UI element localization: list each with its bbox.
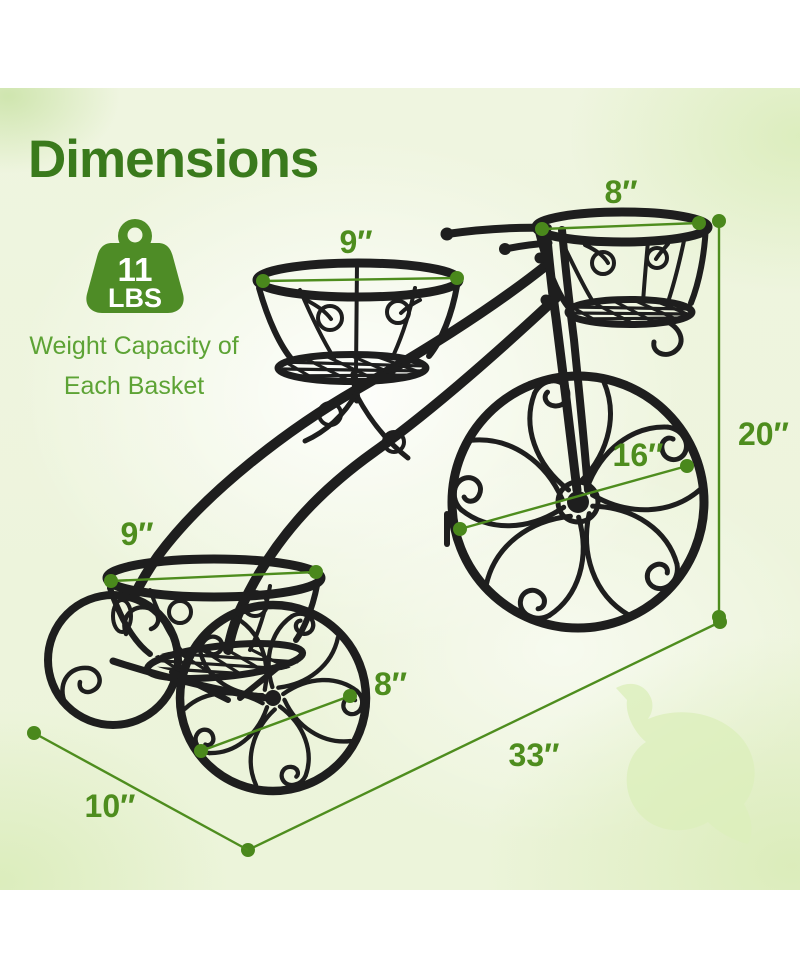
handlebar [440,223,553,255]
dim-overall-length-label: 33″ [509,737,560,773]
dim-front-wheel-label: 16″ [613,437,664,473]
badge-weight-unit: LBS [108,283,162,313]
page-title: Dimensions [28,130,319,189]
dim-overall-height: 20″ [712,214,789,624]
ginkgo-leaf-watermark [616,683,755,844]
weight-capacity-badge: 11 LBS [86,219,184,313]
dim-rear-wheel-label: 8″ [374,666,407,702]
dim-overall-height-label: 20″ [738,416,789,452]
dim-base-depth: 10″ [27,726,249,852]
dim-rear-basket-label: 9″ [120,516,153,552]
kettlebell-icon [86,219,184,313]
plant-stand-illustration [44,207,713,795]
badge-weight-value: 11 [118,251,153,288]
dim-overall-length: 33″ [241,615,727,857]
dim-rear-basket: 9″ [104,516,323,588]
capacity-caption-line2: Each Basket [63,372,205,400]
capacity-caption-line1: Weight Capacity of [29,332,239,360]
handlebar-grip-ball [499,243,511,255]
dim-middle-basket-label: 9″ [339,224,372,260]
dimension-annotations: 8″ 9″ 20″ 16″ [27,174,789,857]
dim-top-basket-label: 8″ [604,174,637,210]
handlebar-grip-ball [440,227,454,241]
wheel-hub [567,491,589,513]
dim-base-depth-label: 10″ [85,788,136,824]
dim-rear-wheel: 8″ [194,666,407,758]
capacity-caption: Weight Capacity of Each Basket [3,326,265,406]
rear-wheel-outer [176,600,371,795]
dim-front-wheel: 16″ [453,437,694,536]
dim-middle-basket: 9″ [256,224,464,288]
dim-top-basket: 8″ [535,174,706,236]
